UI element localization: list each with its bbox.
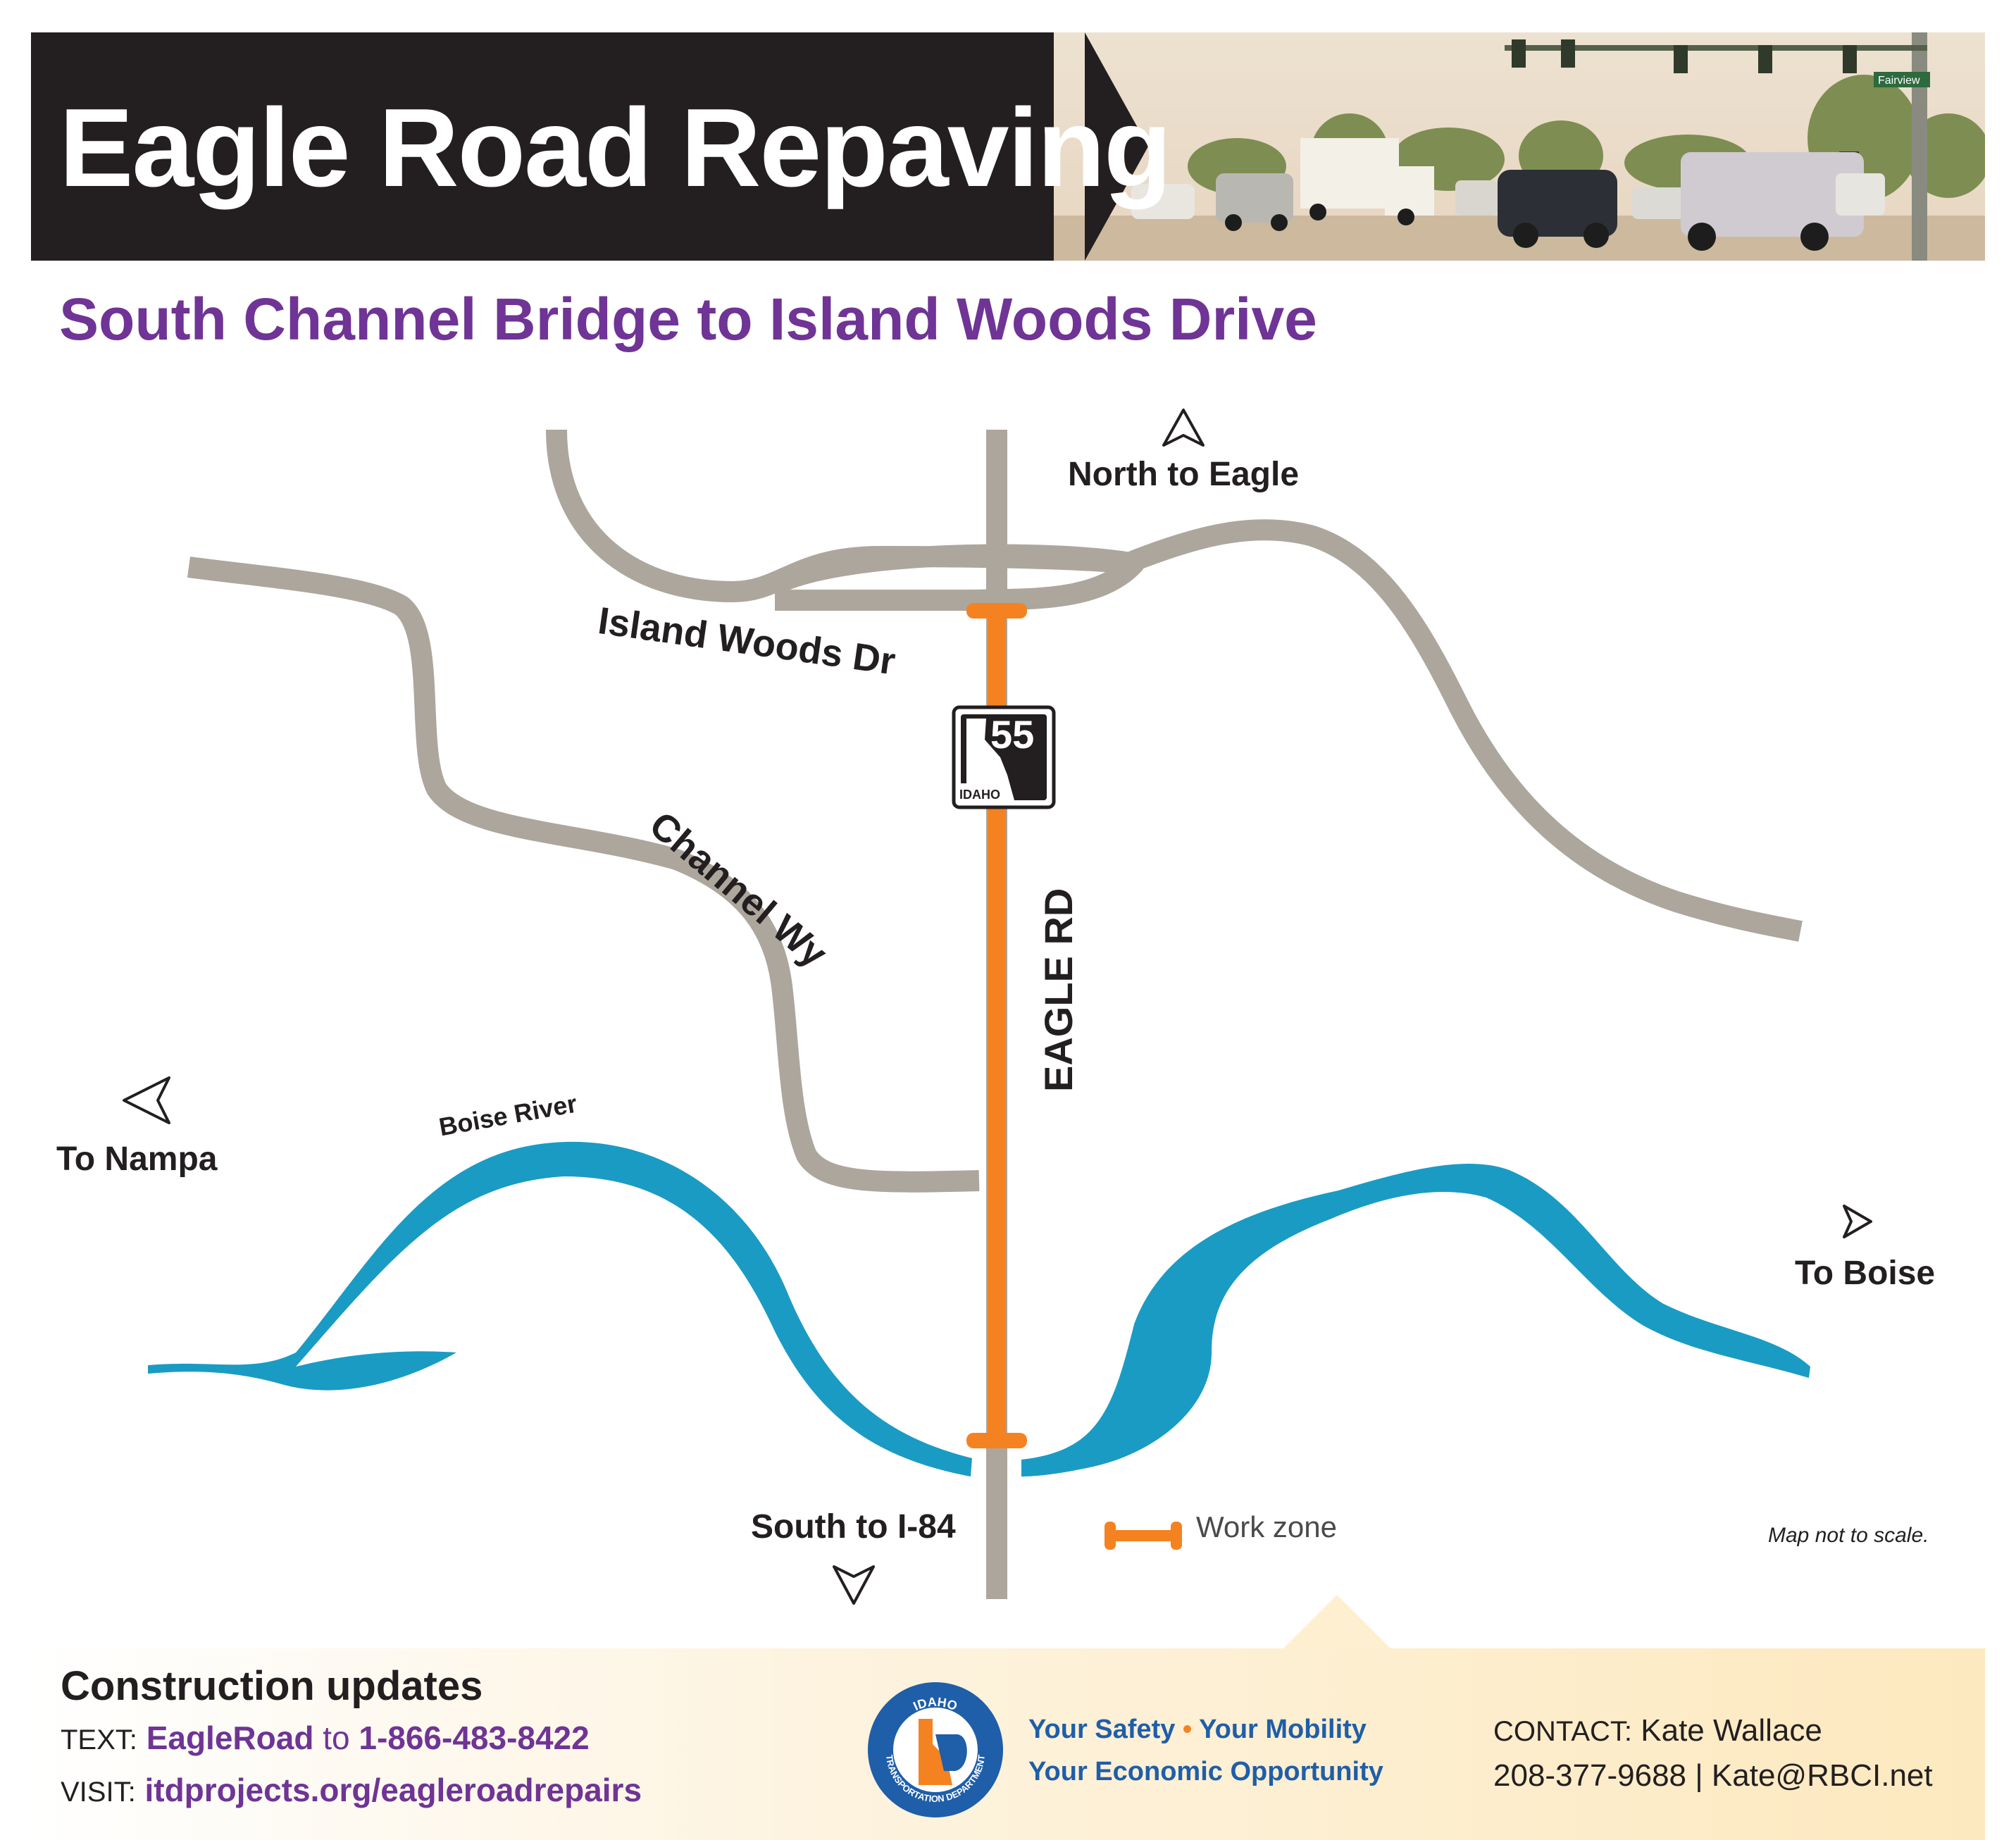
tagline-safety: Your Safety [1028, 1715, 1176, 1744]
updates-heading: Construction updates [61, 1663, 483, 1709]
tagline-line-1: Your Safety • Your Mobility [1028, 1715, 1367, 1745]
contact-label: CONTACT: [1493, 1716, 1633, 1747]
text-number[interactable]: 1-866-483-8422 [359, 1720, 590, 1756]
title-banner [31, 32, 1109, 261]
west-arrow-icon [123, 1076, 170, 1124]
header-photo: Fairview 55 [1054, 32, 1985, 261]
text-label: TEXT: [61, 1724, 137, 1755]
page-subtitle: South Channel Bridge to Island Woods Dri… [59, 286, 1317, 352]
route-55-number: 55 [990, 712, 1035, 757]
footer-panel [31, 1648, 1985, 1840]
south-direction-label: South to I-84 [751, 1508, 956, 1546]
route-55-state: IDAHO [959, 788, 1000, 802]
visit-line: VISIT: itdprojects.org/eagleroadrepairs [61, 1771, 642, 1809]
title-banner-arrow [1085, 32, 1148, 261]
tagline-bullet: • [1182, 1715, 1193, 1744]
text-keyword: EagleRoad [146, 1720, 314, 1756]
tagline-mobility: Your Mobility [1199, 1715, 1367, 1744]
footer-notch [1282, 1595, 1392, 1650]
text-line: TEXT: EagleRoad to 1-866-483-8422 [61, 1719, 590, 1757]
page-title: Eagle Road Repaving [59, 86, 1171, 210]
tagline-line-2: Your Economic Opportunity [1028, 1757, 1383, 1786]
east-arrow-icon [1843, 1205, 1872, 1238]
east-direction-label: To Boise [1795, 1255, 1936, 1292]
south-arrow-icon [833, 1565, 875, 1605]
north-arrow-icon [1162, 409, 1205, 447]
contact-line-2: 208-377-9688 | Kate@RBCI.net [1493, 1758, 1933, 1794]
north-direction-label: North to Eagle [1068, 456, 1300, 493]
eagle-road-label: EAGLE RD [1036, 888, 1081, 1092]
contact-separator: | [1695, 1758, 1703, 1793]
map-scale-note: Map not to scale. [1768, 1524, 1929, 1547]
visit-url-link[interactable]: itdprojects.org/eagleroadrepairs [144, 1772, 642, 1808]
contact-name: Kate Wallace [1641, 1713, 1822, 1748]
contact-email-link[interactable]: Kate@RBCI.net [1711, 1758, 1933, 1793]
work-zone-legend-symbol [1105, 1522, 1182, 1550]
work-zone-legend-label: Work zone [1196, 1510, 1337, 1543]
route-55-shield [952, 705, 1056, 809]
project-map: North to Eagle Island Woods Dr Channel W… [0, 380, 2016, 1606]
boise-river [148, 1141, 1810, 1477]
island-woods-road [546, 429, 1803, 942]
text-to: to [323, 1720, 350, 1756]
west-direction-label: To Nampa [56, 1140, 218, 1178]
photo-street-sign-text: Fairview [1878, 75, 1920, 87]
visit-label: VISIT: [61, 1777, 136, 1808]
island-woods-loop [770, 544, 1145, 611]
contact-line-1: CONTACT: Kate Wallace [1493, 1713, 1822, 1748]
itd-logo: IDAHO TRANSPORTATION DEPARTMENT [865, 1679, 1006, 1820]
channel-way-road [187, 557, 980, 1193]
contact-phone[interactable]: 208-377-9688 [1493, 1758, 1687, 1793]
